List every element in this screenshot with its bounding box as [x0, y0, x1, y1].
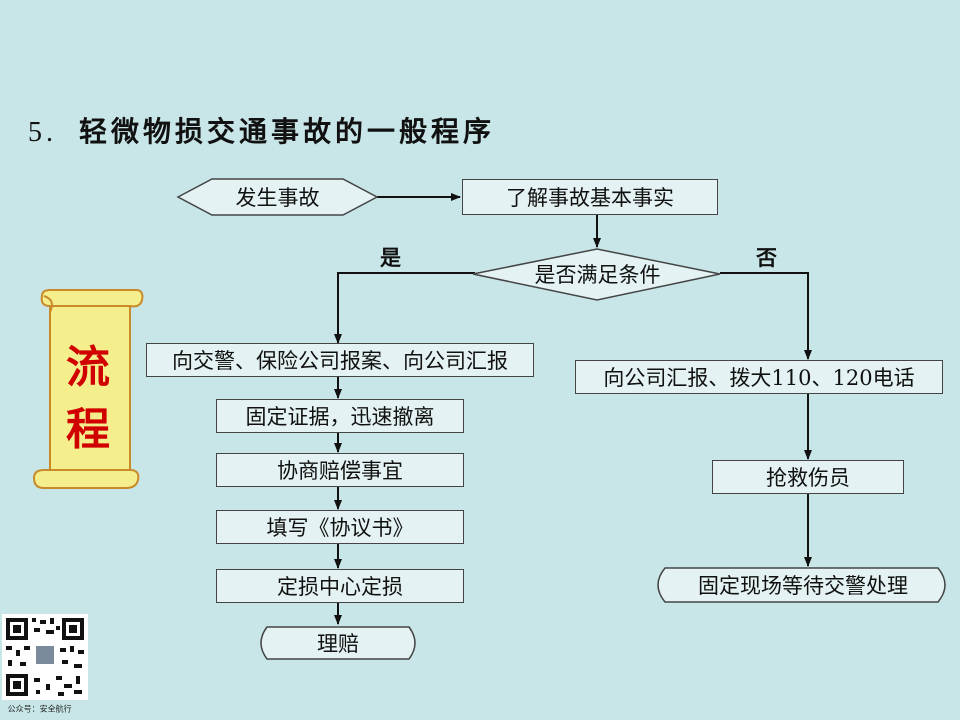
decision-label: 是否满足条件: [534, 263, 661, 287]
start-hexagon: [176, 178, 379, 216]
qr-code-graphic: [2, 614, 88, 700]
negotiate-step-label: 协商赔偿事宜: [277, 459, 403, 483]
evidence-step-label: 固定证据，迅速撤离: [245, 405, 435, 429]
learn-facts-label: 了解事故基本事实: [506, 186, 674, 210]
claims-end-label: 理赔: [317, 632, 359, 656]
learn-facts-node: 了解事故基本事实: [462, 179, 718, 215]
scroll-label-1: 流: [66, 342, 110, 393]
qr-caption: 公众号：安全航行: [7, 705, 72, 714]
decision-node: 是否满足条件: [520, 258, 675, 290]
wait-police-end: 固定现场等待交警处理: [660, 568, 946, 602]
claims-end: 理赔: [258, 627, 418, 659]
evidence-step: 固定证据，迅速撤离: [216, 399, 464, 433]
yes-label: 是: [380, 245, 401, 270]
no-label: 否: [756, 245, 777, 270]
report-step-label: 向交警、保险公司报案、向公司汇报: [172, 349, 508, 373]
assessment-step-label: 定损中心定损: [277, 575, 403, 599]
scroll-label-2: 程: [66, 404, 110, 455]
start-node-label: 发生事故: [235, 186, 320, 210]
negotiate-step: 协商赔偿事宜: [216, 453, 464, 487]
call-step: 向公司汇报、拨大110、120电话: [575, 360, 943, 394]
end-claims-shape: [260, 626, 416, 660]
agreement-step-label: 填写《协议书》: [266, 516, 414, 540]
call-step-label: 向公司汇报、拨大110、120电话: [603, 366, 915, 390]
report-step: 向交警、保险公司报案、向公司汇报: [146, 343, 534, 377]
agreement-step: 填写《协议书》: [216, 510, 464, 544]
rescue-step: 抢救伤员: [712, 460, 904, 494]
title-number: 5.: [28, 117, 57, 148]
scroll-graphic: [32, 289, 144, 489]
decision-diamond: [472, 248, 721, 301]
start-node: 发生事故: [200, 181, 355, 213]
page-title: 5. 轻微物损交通事故的一般程序: [28, 110, 495, 150]
wait-police-end-label: 固定现场等待交警处理: [698, 574, 908, 598]
assessment-step: 定损中心定损: [216, 569, 464, 603]
end-wait-police-shape: [657, 567, 946, 603]
title-text: 轻微物损交通事故的一般程序: [79, 115, 496, 148]
rescue-step-label: 抢救伤员: [766, 466, 850, 490]
